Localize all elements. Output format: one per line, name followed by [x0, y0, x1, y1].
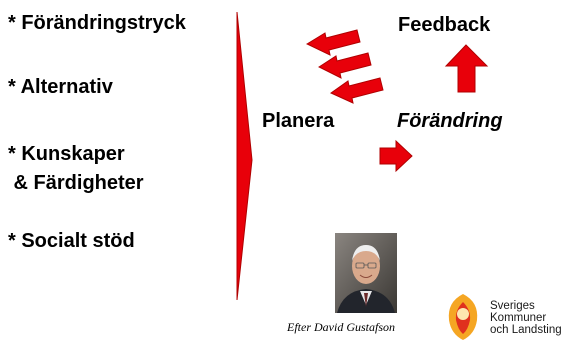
- label-forandring: Förändring: [397, 110, 503, 132]
- portrait-photo: [335, 233, 397, 313]
- big-right-arrow: [236, 11, 253, 301]
- label-feedback: Feedback: [398, 14, 491, 36]
- left-arrow-2: [317, 52, 372, 79]
- left-arrow-1: [305, 29, 361, 56]
- photo-credit: Efter David Gustafson: [287, 320, 395, 334]
- bullet-kunskaper: * Kunskaper: [8, 143, 125, 165]
- bullet-fardigheter: & Färdigheter: [8, 172, 144, 194]
- bullet-socialt-stod: * Socialt stöd: [8, 230, 135, 252]
- bullet-forandringstryck: * Förändringstryck: [8, 12, 186, 34]
- left-arrow-3: [329, 77, 384, 104]
- logo-text-line2: Kommuner: [490, 312, 547, 324]
- label-planera: Planera: [262, 110, 335, 132]
- logo-text-line1: Sveriges: [490, 300, 535, 312]
- logo-text-line3: och Landsting: [490, 324, 562, 336]
- bullet-alternativ: * Alternativ: [8, 76, 113, 98]
- up-arrow: [444, 44, 489, 93]
- skl-logo-icon: [448, 294, 478, 340]
- small-right-arrow: [379, 139, 413, 173]
